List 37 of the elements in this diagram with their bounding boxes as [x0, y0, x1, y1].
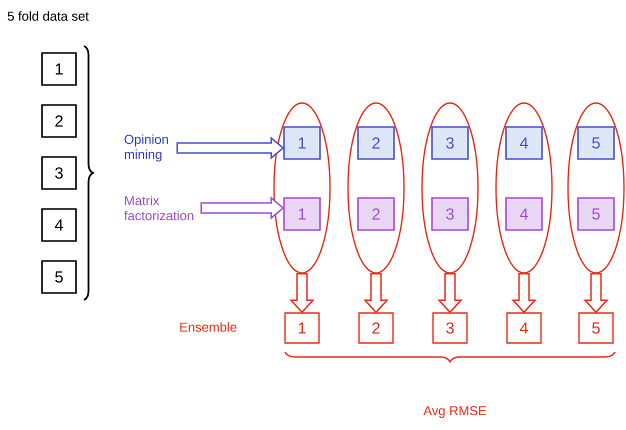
text-label: Matrix factorization: [124, 196, 194, 220]
block-arrow: [289, 272, 315, 314]
block-arrow: [176, 136, 284, 160]
text-label: 5 fold data set: [8, 11, 89, 21]
group-ellipse: [273, 102, 331, 274]
number-box: 3: [431, 197, 469, 231]
number-box: 2: [357, 197, 395, 231]
block-arrow: [200, 196, 284, 220]
number-box: 3: [432, 312, 468, 344]
fold-box: 4: [41, 208, 77, 242]
fold-box: 2: [41, 104, 77, 138]
number-box: 1: [283, 126, 321, 160]
group-ellipse: [567, 102, 625, 274]
number-box: 3: [431, 126, 469, 160]
number-box: 2: [358, 312, 394, 344]
block-arrow: [363, 272, 389, 314]
number-box: 5: [577, 126, 615, 160]
block-arrow: [511, 272, 537, 314]
number-box: 1: [283, 197, 321, 231]
text-label: Ensemble: [180, 322, 236, 332]
block-arrow: [583, 272, 609, 314]
number-box: 4: [505, 197, 543, 231]
number-box: 2: [357, 126, 395, 160]
fold-box: 1: [41, 52, 77, 86]
number-box: 4: [506, 312, 542, 344]
fold-box: 3: [41, 156, 77, 190]
group-ellipse: [421, 102, 479, 274]
text-label: Opinion mining: [124, 134, 168, 162]
number-box: 4: [505, 126, 543, 160]
text-label: Avg RMSE: [423, 406, 486, 418]
group-ellipse: [495, 102, 553, 274]
fold-box: 5: [41, 260, 77, 294]
number-box: 5: [577, 197, 615, 231]
group-ellipse: [347, 102, 405, 274]
number-box: 1: [284, 312, 320, 344]
number-box: 5: [578, 312, 614, 344]
block-arrow: [437, 272, 463, 314]
